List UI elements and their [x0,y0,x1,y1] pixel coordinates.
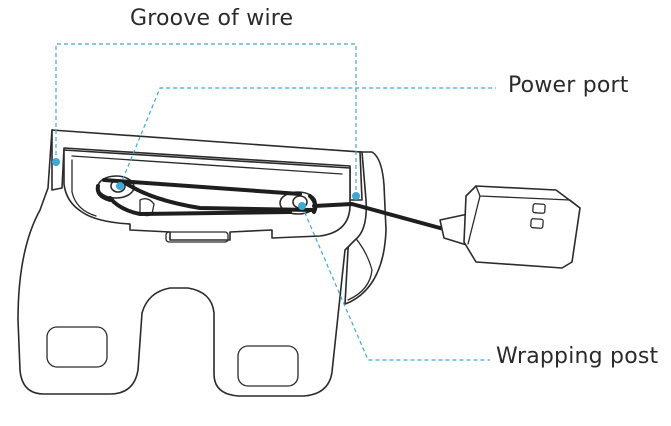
usb-pin-lower [530,218,544,229]
callout-groove-of-wire [52,43,360,200]
groove-of-wire-label: Groove of wire [130,6,294,31]
callout-power-port [116,87,496,190]
right-foot-pad [237,345,299,387]
wound-wire [95,178,466,234]
usb-plug [439,185,581,269]
usb-pin-upper [532,203,546,214]
wire-tray [63,149,351,243]
power-port-label: Power port [508,73,629,98]
wrapping-post-label: Wrapping post [496,344,659,369]
back-plate [51,129,363,201]
left-foot-pad [46,326,108,368]
callout-wrapping-post [298,202,490,361]
